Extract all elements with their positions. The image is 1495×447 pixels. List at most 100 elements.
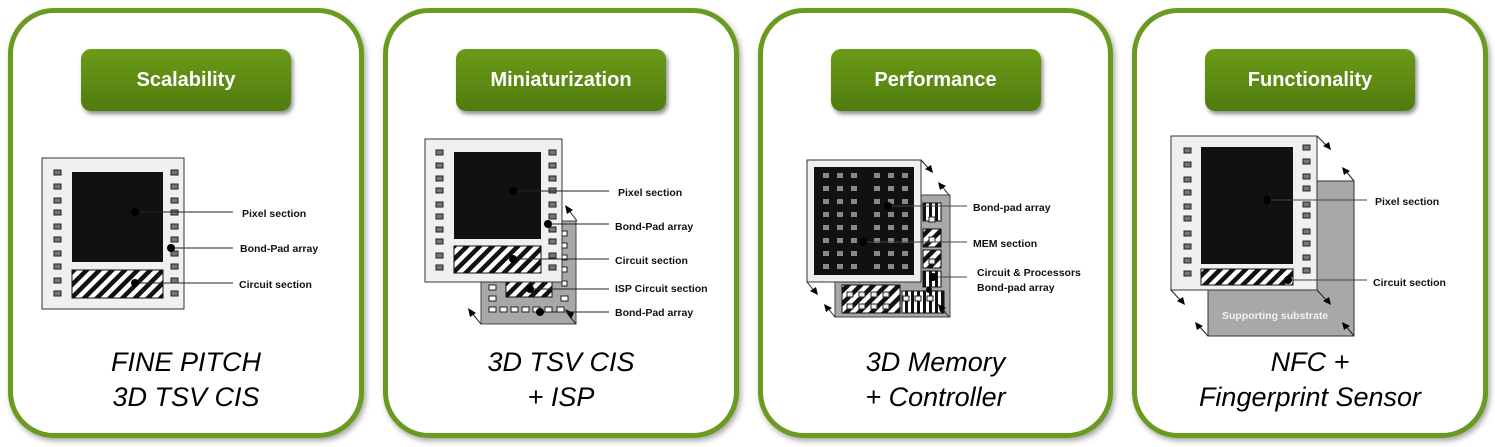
memory-bond-pad — [888, 225, 894, 230]
memory-bond-pad — [874, 186, 880, 191]
panel-caption: NFC + Fingerprint Sensor — [1137, 345, 1483, 415]
panel-caption: 3D Memory + Controller — [763, 345, 1108, 415]
label-isp-circuit-section: ISP Circuit section — [615, 283, 708, 295]
memory-bond-pad — [837, 225, 843, 230]
caption-line-2: Fingerprint Sensor — [1198, 382, 1422, 412]
memory-bond-pad — [888, 173, 894, 178]
memory-bond-pad — [837, 199, 843, 204]
memory-controller-diagram: Bond-pad array MEM section Circuit & Pro… — [806, 159, 1081, 318]
panel-caption: FINE PITCH 3D TSV CIS — [13, 345, 359, 415]
arrow-heads — [810, 165, 946, 312]
memory-bond-pad — [851, 212, 857, 217]
leader-dots — [131, 208, 175, 287]
cis-isp-diagram: Pixel section Bond-Pad array Circuit sec… — [424, 138, 708, 325]
memory-bond-pad — [902, 186, 908, 191]
memory-bond-pad — [874, 264, 880, 269]
label-supporting-substrate: Supporting substrate — [1222, 310, 1328, 322]
memory-bond-pad — [851, 238, 857, 243]
label-mem-section: MEM section — [973, 238, 1037, 250]
leader-dots — [509, 187, 552, 316]
label-circuit-section: Circuit section — [615, 255, 688, 267]
memory-bond-pad — [823, 225, 829, 230]
memory-bond-pad — [823, 186, 829, 191]
panel-miniaturization: Miniaturization — [383, 8, 739, 438]
memory-bond-pad — [851, 225, 857, 230]
memory-bond-pad — [902, 212, 908, 217]
memory-bond-pad — [874, 173, 880, 178]
panel-caption: 3D TSV CIS + ISP — [388, 345, 734, 415]
memory-bond-pad — [874, 251, 880, 256]
caption-line-2: + Controller — [865, 382, 1006, 412]
memory-bond-pad — [888, 199, 894, 204]
memory-bond-pad — [902, 225, 908, 230]
caption-line-1: 3D Memory — [865, 347, 1006, 377]
bond-pads-left — [1183, 147, 1192, 277]
memory-bond-pad — [902, 238, 908, 243]
memory-bond-pad — [823, 173, 829, 178]
mem-section — [814, 167, 914, 275]
memory-bond-pad — [851, 186, 857, 191]
controller-bond-pads — [846, 216, 936, 310]
memory-bond-pad — [851, 173, 857, 178]
bond-pads-left — [53, 169, 62, 297]
arrow-heads — [1177, 142, 1350, 330]
label-bond-pad-array: Bond-Pad array — [615, 221, 693, 233]
memory-bond-pad — [902, 264, 908, 269]
memory-bond-pad — [851, 264, 857, 269]
circuit-section — [71, 269, 164, 299]
panel-title-badge: Performance — [830, 49, 1041, 111]
memory-bond-pad — [837, 238, 843, 243]
caption-line-2: + ISP — [527, 382, 595, 412]
leader-dots — [859, 202, 937, 293]
memory-bond-pad — [837, 173, 843, 178]
processor-vstripe-bottom — [901, 290, 945, 314]
memory-bond-pad — [837, 251, 843, 256]
panel-title-badge: Scalability — [81, 49, 291, 111]
memory-bond-pad — [888, 212, 894, 217]
bond-pads-left — [435, 149, 444, 271]
memory-bond-pad — [851, 199, 857, 204]
fine-pitch-cis-diagram: Pixel section Bond-Pad array Circuit sec… — [41, 157, 318, 310]
memory-bond-pad — [888, 264, 894, 269]
memory-bond-pad — [874, 199, 880, 204]
leader-lines — [863, 205, 967, 278]
label-bond-pad-array: Bond-pad array — [973, 202, 1051, 214]
bond-pads-right — [548, 149, 557, 271]
panel-title-badge: Functionality — [1205, 49, 1415, 111]
label-circuit-section: Circuit section — [239, 279, 312, 291]
leader-lines — [1267, 199, 1367, 281]
panel-performance: Performance — [758, 8, 1113, 438]
label-pixel-section: Pixel section — [1375, 196, 1439, 208]
pixel-section — [1201, 147, 1293, 264]
memory-bond-pad — [823, 199, 829, 204]
label-circuit-section: Circuit section — [1373, 277, 1446, 289]
pixel-section — [72, 172, 163, 262]
label-isp-bond-pad-array: Bond-Pad array — [615, 307, 693, 319]
memory-bond-pad — [874, 238, 880, 243]
caption-line-1: FINE PITCH — [110, 347, 261, 377]
label-processor-bond-pad-array: Bond-pad array — [977, 282, 1055, 294]
memory-bond-pad — [902, 251, 908, 256]
memory-bond-pad — [823, 264, 829, 269]
caption-line-1: 3D TSV CIS — [487, 347, 635, 377]
memory-bond-pad — [823, 238, 829, 243]
memory-bond-pad — [874, 225, 880, 230]
fingerprint-sensor-diagram: Pixel section Circuit section Supporting… — [1170, 135, 1446, 337]
memory-bond-pad — [902, 173, 908, 178]
leader-lines — [135, 211, 233, 284]
memory-bond-pad — [902, 199, 908, 204]
pixel-section — [454, 152, 541, 239]
panel-title-badge: Miniaturization — [456, 49, 666, 111]
memory-bond-pad — [837, 264, 843, 269]
label-bond-pad-array: Bond-Pad array — [240, 243, 318, 255]
caption-line-2: 3D TSV CIS — [112, 382, 260, 412]
leader-lines — [513, 190, 609, 313]
leader-dots — [1263, 196, 1292, 284]
memory-bond-pad — [837, 186, 843, 191]
memory-bond-pad — [888, 251, 894, 256]
memory-bond-pad — [888, 186, 894, 191]
label-pixel-section: Pixel section — [618, 187, 682, 199]
memory-bond-pad-grid — [823, 173, 908, 269]
bond-pads-right — [1302, 144, 1311, 274]
panel-scalability: Scalability P — [8, 8, 364, 438]
